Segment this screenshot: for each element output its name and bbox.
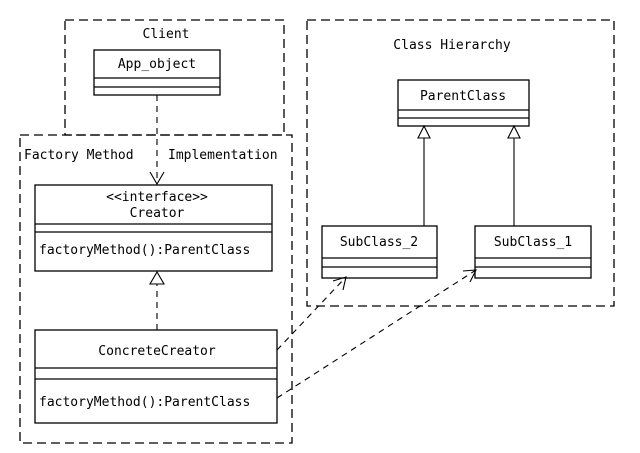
factory-frame-label-right: Implementation bbox=[168, 148, 278, 163]
app-object-class-name: App_object bbox=[118, 57, 196, 72]
creates-subclass-2-arrow bbox=[276, 276, 347, 351]
creator-stereotype: <<interface>> bbox=[106, 190, 208, 205]
creator-realization-arrow bbox=[149, 270, 165, 330]
client-dependency-arrow bbox=[149, 95, 165, 186]
parent-class: ParentClass bbox=[397, 79, 530, 127]
subclass-1-class-name: SubClass_1 bbox=[494, 235, 572, 250]
creates-subclass-1-arrow bbox=[276, 269, 477, 399]
concrete-creator-class-name: ConcreteCreator bbox=[98, 344, 216, 359]
factory-frame-label-left: Factory Method bbox=[24, 148, 134, 163]
subclass-1-class: SubClass_1 bbox=[474, 225, 592, 279]
class-hierarchy-frame bbox=[306, 19, 615, 307]
subclass-2-inheritance-arrow bbox=[417, 124, 431, 226]
class-hierarchy-frame-label: Class Hierarchy bbox=[393, 38, 511, 53]
app-object-class: App_object bbox=[93, 49, 221, 96]
creator-method: factoryMethod():ParentClass bbox=[39, 243, 250, 258]
creator-class-name: Creator bbox=[130, 206, 185, 221]
parent-class-name: ParentClass bbox=[420, 89, 506, 104]
concrete-creator-method: factoryMethod():ParentClass bbox=[39, 395, 250, 410]
subclass-1-inheritance-arrow bbox=[507, 124, 521, 226]
subclass-2-class-name: SubClass_2 bbox=[340, 235, 418, 250]
creator-class: <<interface>> Creator factoryMethod():Pa… bbox=[34, 184, 273, 272]
client-frame-label: Client bbox=[143, 27, 190, 42]
factory-method-frame bbox=[19, 134, 293, 444]
subclass-2-class: SubClass_2 bbox=[321, 225, 438, 279]
concrete-creator-class: ConcreteCreator factoryMethod():ParentCl… bbox=[34, 329, 278, 424]
client-frame bbox=[64, 19, 285, 136]
